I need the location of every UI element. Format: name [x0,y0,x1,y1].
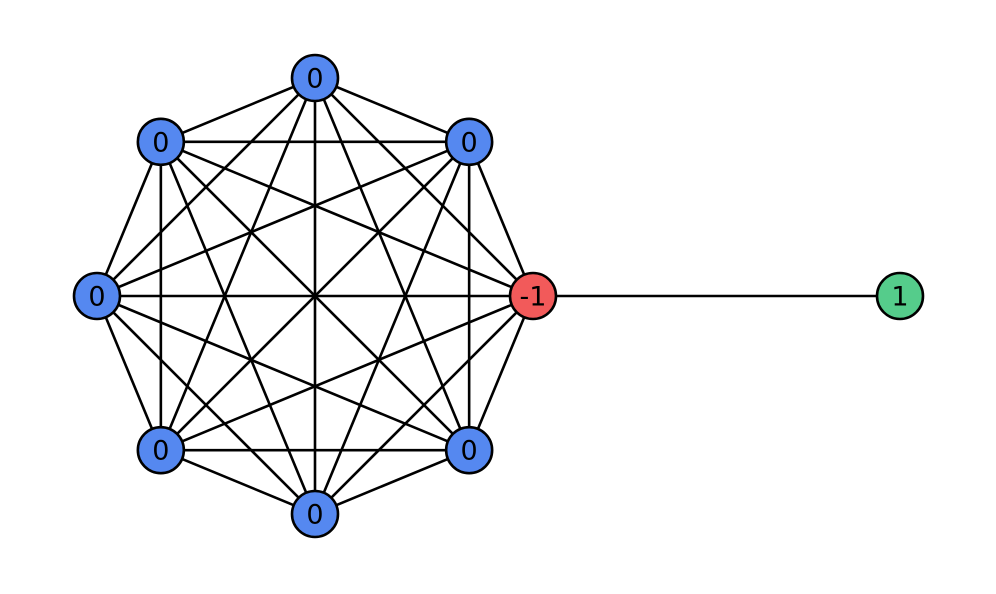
graph-node-n3: 0 [136,117,186,167]
node-circle [136,425,186,475]
edge-n3-n6 [159,141,317,515]
node-circle [290,53,340,103]
node-label: 0 [461,436,478,467]
edge-n1-n4 [96,140,470,298]
graph-node-n4: 0 [72,271,122,321]
node-label: -1 [520,282,547,313]
edge-n3-n7 [159,140,471,452]
node-circle [444,425,494,475]
edge-n0-n3 [160,140,534,298]
graph-node-n5: 0 [136,425,186,475]
edge-n0-n1 [467,141,535,297]
node-label: 0 [88,282,105,313]
node-circle [290,489,340,539]
edge-n5-n6 [160,448,316,516]
node-circle [875,271,925,321]
nodes-layer: -1 0 0 0 0 0 0 0 1 [72,53,925,539]
edge-n4-n6 [96,295,316,515]
edge-n2-n5 [159,77,317,451]
graph-node-n6: 0 [290,489,340,539]
edge-n3-n4 [95,141,163,297]
node-circle [444,117,494,167]
node-circle [136,117,186,167]
edges-layer [95,76,900,516]
graph-node-n2: 0 [290,53,340,103]
graph-node-n8: 1 [875,271,925,321]
edge-n4-n5 [95,295,163,451]
node-label: 0 [461,127,478,158]
node-label: 0 [152,436,169,467]
graph-node-n7: 0 [444,425,494,475]
node-circle [72,271,122,321]
edge-n2-n3 [160,76,316,144]
node-circle [508,271,558,321]
graph-node-n0: -1 [508,271,558,321]
node-label: 0 [306,64,323,95]
node-label: 0 [152,127,169,158]
edge-n0-n5 [160,294,534,452]
node-label: 1 [891,282,908,313]
edge-n1-n6 [313,141,471,515]
edge-n0-n7 [467,295,535,451]
edge-n6-n7 [314,448,470,516]
edge-n2-n7 [313,77,471,451]
edge-n4-n7 [96,294,470,452]
edge-n1-n2 [314,76,470,144]
graph-node-n1: 0 [444,117,494,167]
node-label: 0 [306,500,323,531]
